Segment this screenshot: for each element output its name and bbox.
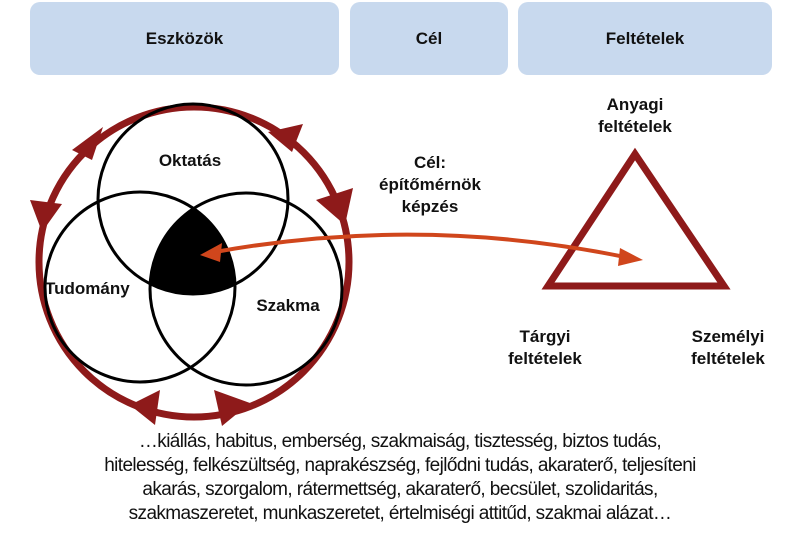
qualities-line: szakmaszeretet, munkaszeretet, értelmisé…: [128, 503, 672, 524]
qualities-line: akarás, szorgalom, rátermettség, akarate…: [142, 479, 658, 500]
condition-label-line: Személyi: [691, 327, 765, 346]
ring-arrowhead: [130, 390, 160, 425]
header-conditions: Feltételek: [518, 2, 772, 75]
venn-circle-tudomany: [43, 190, 237, 384]
goal-label-line: Cél:: [413, 153, 447, 172]
condition-label-line: feltételek: [598, 117, 672, 136]
condition-personal: Személyi feltételek: [663, 326, 793, 370]
ring-arrowhead: [316, 188, 353, 225]
goal-label-line: képzés: [401, 197, 459, 216]
ring-arrowhead: [268, 124, 303, 152]
ring-arrowhead: [72, 127, 103, 160]
arrowhead-right: [618, 248, 643, 266]
goal-label: Cél: építőmérnök képzés: [370, 152, 490, 218]
ring-arrowhead: [214, 390, 250, 426]
header-goal: Cél: [350, 2, 508, 75]
cycle-arrowheads: [30, 124, 353, 426]
venn-label-szakma: Szakma: [256, 296, 320, 315]
ring-arrowhead: [30, 200, 62, 232]
venn-circle-szakma: [148, 191, 344, 387]
goal-connection-arrow: [214, 232, 626, 259]
condition-objective: Tárgyi feltételek: [480, 326, 610, 370]
condition-label-line: Tárgyi: [519, 327, 571, 346]
arrowhead-left: [200, 243, 222, 262]
condition-label-line: feltételek: [691, 349, 765, 368]
venn-label-tudomany: Tudomány: [45, 279, 130, 298]
conditions-triangle: [541, 147, 731, 290]
venn-circle-oktatas: [96, 102, 290, 296]
qualities-text: …kiállás, habitus, emberség, szakmaiság,…: [0, 430, 800, 526]
condition-material: Anyagi feltételek: [570, 94, 700, 138]
condition-label-line: Anyagi: [606, 95, 664, 114]
condition-label-line: feltételek: [508, 349, 582, 368]
venn-label-oktatas: Oktatás: [158, 151, 222, 170]
outer-cycle-ring: [35, 103, 353, 421]
goal-label-line: építőmérnök: [378, 175, 482, 194]
qualities-line: hitelesség, felkészültség, naprakészség,…: [104, 455, 696, 476]
header-tools: Eszközök: [30, 2, 339, 75]
qualities-line: …kiállás, habitus, emberség, szakmaiság,…: [138, 431, 662, 452]
